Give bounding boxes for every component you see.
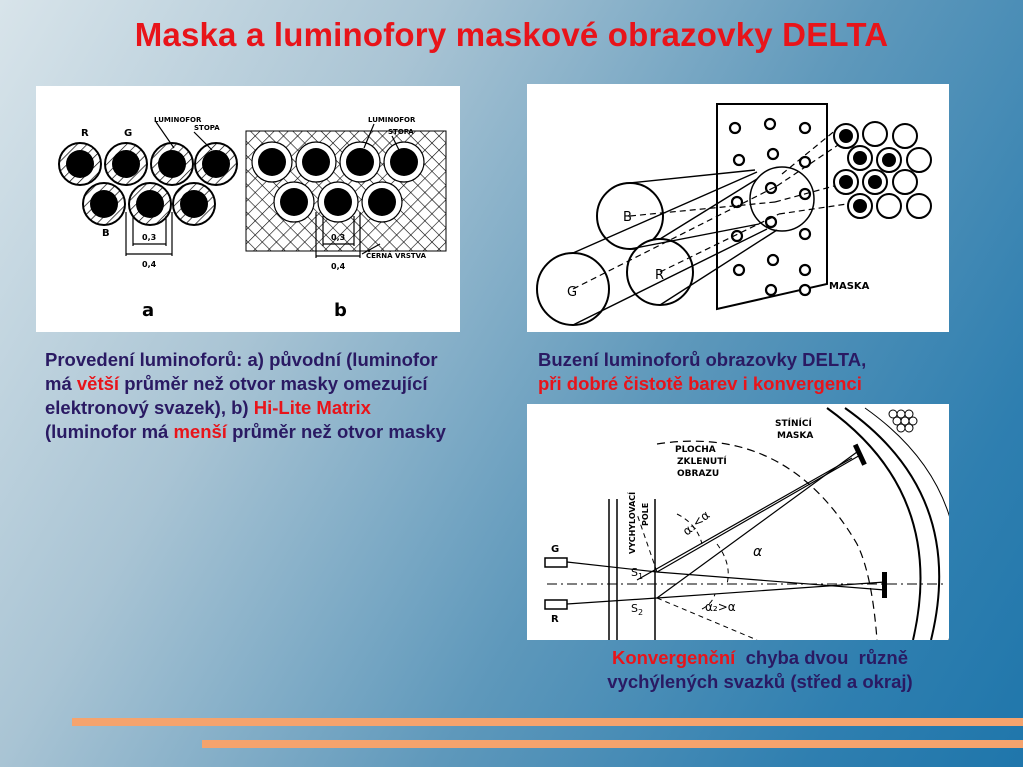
vychylovaci-label: VYCHYLOVACÍ <box>626 492 637 554</box>
caption-delta-line1: Buzení luminoforů obrazovky DELTA, <box>538 349 867 370</box>
obrazu-label: OBRAZU <box>677 469 719 479</box>
letter-b: b <box>334 300 347 321</box>
convergence-figure: STÍNÍCÍ MASKA PLOCHA ZKLENUTÍ OBRAZU VYC… <box>544 407 949 640</box>
s2-label: S2 <box>631 602 643 617</box>
caption-conv-rest: chyba dvou různě <box>735 647 909 668</box>
dim-03-b: 0,3 <box>331 233 345 242</box>
s1-label: S1 <box>631 566 643 581</box>
alpha-label: α <box>753 544 763 560</box>
caption-left-mensi: menší <box>173 421 227 442</box>
caption-conv-red: Konvergenční <box>611 647 736 668</box>
letter-a: a <box>142 300 154 321</box>
caption-left-text-1: Provedení luminoforů: a) původní (lumino… <box>45 349 438 394</box>
label-luminofor-b: LUMINOFOR <box>368 116 416 124</box>
dim-04-b: 0,4 <box>331 262 346 271</box>
label-b: B <box>102 228 110 239</box>
caption-left-text-3: (luminofor má <box>45 421 174 442</box>
phosphor-figure: R G B LUMINOFOR STOPA 0,3 0,4 a LUMINOFO… <box>58 116 447 321</box>
caption-conv-line2: vychýlených svazků (střed a okraj) <box>607 671 913 692</box>
label-stopa-a: STOPA <box>194 124 220 132</box>
gun-r-label: R <box>655 268 664 283</box>
phosphor-figure-panel: R G B LUMINOFOR STOPA 0,3 0,4 a LUMINOFO… <box>36 86 460 332</box>
decor-stripe-top <box>72 718 1023 726</box>
gun-b-label: B <box>623 210 632 225</box>
caption-delta-line2: při dobré čistotě barev i konvergenci <box>538 373 862 394</box>
caption-conv-line1: Konvergenční chyba dvou různě <box>540 646 980 670</box>
maska-label: MASKA <box>829 281 870 292</box>
phosphor-dots-hilite <box>245 130 447 252</box>
caption-left-vetsi: větší <box>76 373 120 394</box>
caption-delta: Buzení luminoforů obrazovky DELTA, při d… <box>538 348 968 396</box>
gun-g-label-2: G <box>551 544 559 555</box>
slide-title: Maska a luminofory maskové obrazovky DEL… <box>134 16 889 53</box>
convergence-figure-panel: STÍNÍCÍ MASKA PLOCHA ZKLENUTÍ OBRAZU VYC… <box>527 404 949 640</box>
maska-label-2: MASKA <box>777 431 813 441</box>
pole-label: POLE <box>641 503 650 526</box>
alpha1-label: α₁<α <box>680 508 713 539</box>
phosphor-dots-original <box>58 142 238 226</box>
plocha-label: PLOCHA <box>675 445 716 455</box>
stinici-label: STÍNÍCÍ <box>775 417 812 429</box>
caption-left-text-4: průměr než otvor masky <box>226 421 446 442</box>
label-luminofor-a: LUMINOFOR <box>154 116 202 124</box>
zklenuti-label: ZKLENUTÍ <box>677 455 727 467</box>
delta-figure: B R G MASKA <box>536 103 932 326</box>
label-r: R <box>81 128 89 139</box>
label-stopa-b: STOPA <box>388 128 414 136</box>
gun-r-label-2: R <box>551 614 559 625</box>
decor-stripe-bottom <box>202 740 1023 748</box>
caption-convergence: Konvergenční chyba dvou různě vychýlenýc… <box>540 646 980 694</box>
caption-phosphors: Provedení luminoforů: a) původní (lumino… <box>45 348 467 444</box>
label-cerna-vrstva: ČERNÁ VRSTVA <box>366 251 427 260</box>
gun-g-label: G <box>567 285 577 300</box>
label-g: G <box>124 128 132 139</box>
caption-left-text-2: průměr než otvor masky omezující elektro… <box>45 373 428 418</box>
alpha2-label: α₂>α <box>705 600 736 614</box>
dim-03-a: 0,3 <box>142 233 156 242</box>
caption-left-hilite: Hi-Lite Matrix <box>253 397 371 418</box>
dim-04-a: 0,4 <box>142 260 157 269</box>
delta-figure-panel: B R G MASKA <box>527 84 949 332</box>
